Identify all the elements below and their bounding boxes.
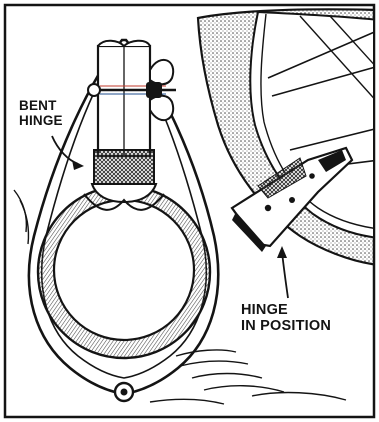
hinge-in-position-label-line1: HINGE — [241, 302, 331, 318]
hinge-in-position-label: HINGE IN POSITION — [241, 302, 331, 334]
bent-hinge-label-line2: HINGE — [19, 113, 63, 128]
hinge-in-position-label-line2: IN POSITION — [241, 318, 331, 334]
bent-hinge-label: BENT HINGE — [19, 98, 63, 128]
bent-hinge-label-line1: BENT — [19, 98, 63, 113]
